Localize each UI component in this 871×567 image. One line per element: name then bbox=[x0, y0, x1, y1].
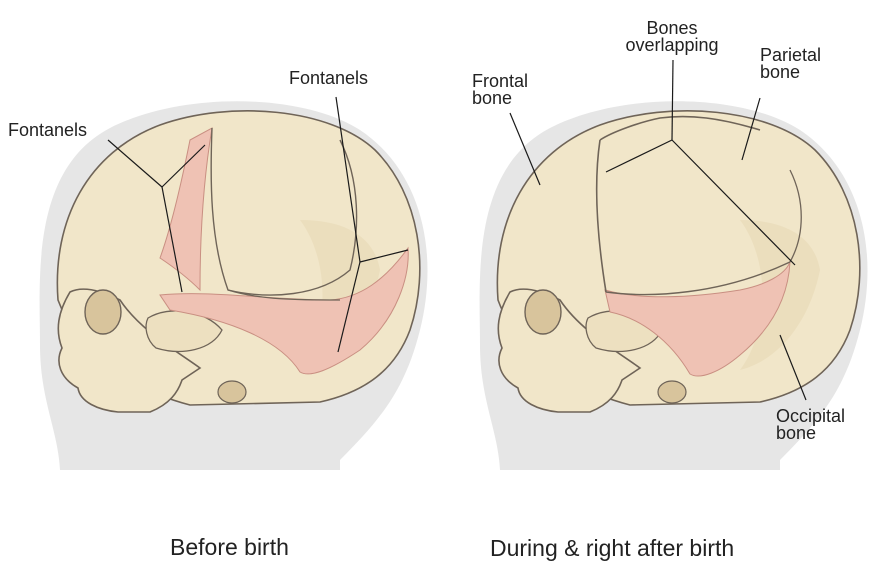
caption-before-birth: Before birth bbox=[170, 534, 289, 560]
caption-during-birth: During & right after birth bbox=[490, 535, 734, 561]
label-occipital-bone: Occipital bone bbox=[776, 408, 845, 442]
label-bones-overlapping: Bones overlapping bbox=[596, 20, 748, 54]
skull-before-birth bbox=[40, 97, 428, 470]
label-frontal-bone: Frontal bone bbox=[472, 73, 528, 107]
label-parietal-bone: Parietal bone bbox=[760, 47, 821, 81]
label-fontanels-right: Fontanels bbox=[289, 70, 368, 87]
label-fontanels-left: Fontanels bbox=[8, 122, 87, 139]
